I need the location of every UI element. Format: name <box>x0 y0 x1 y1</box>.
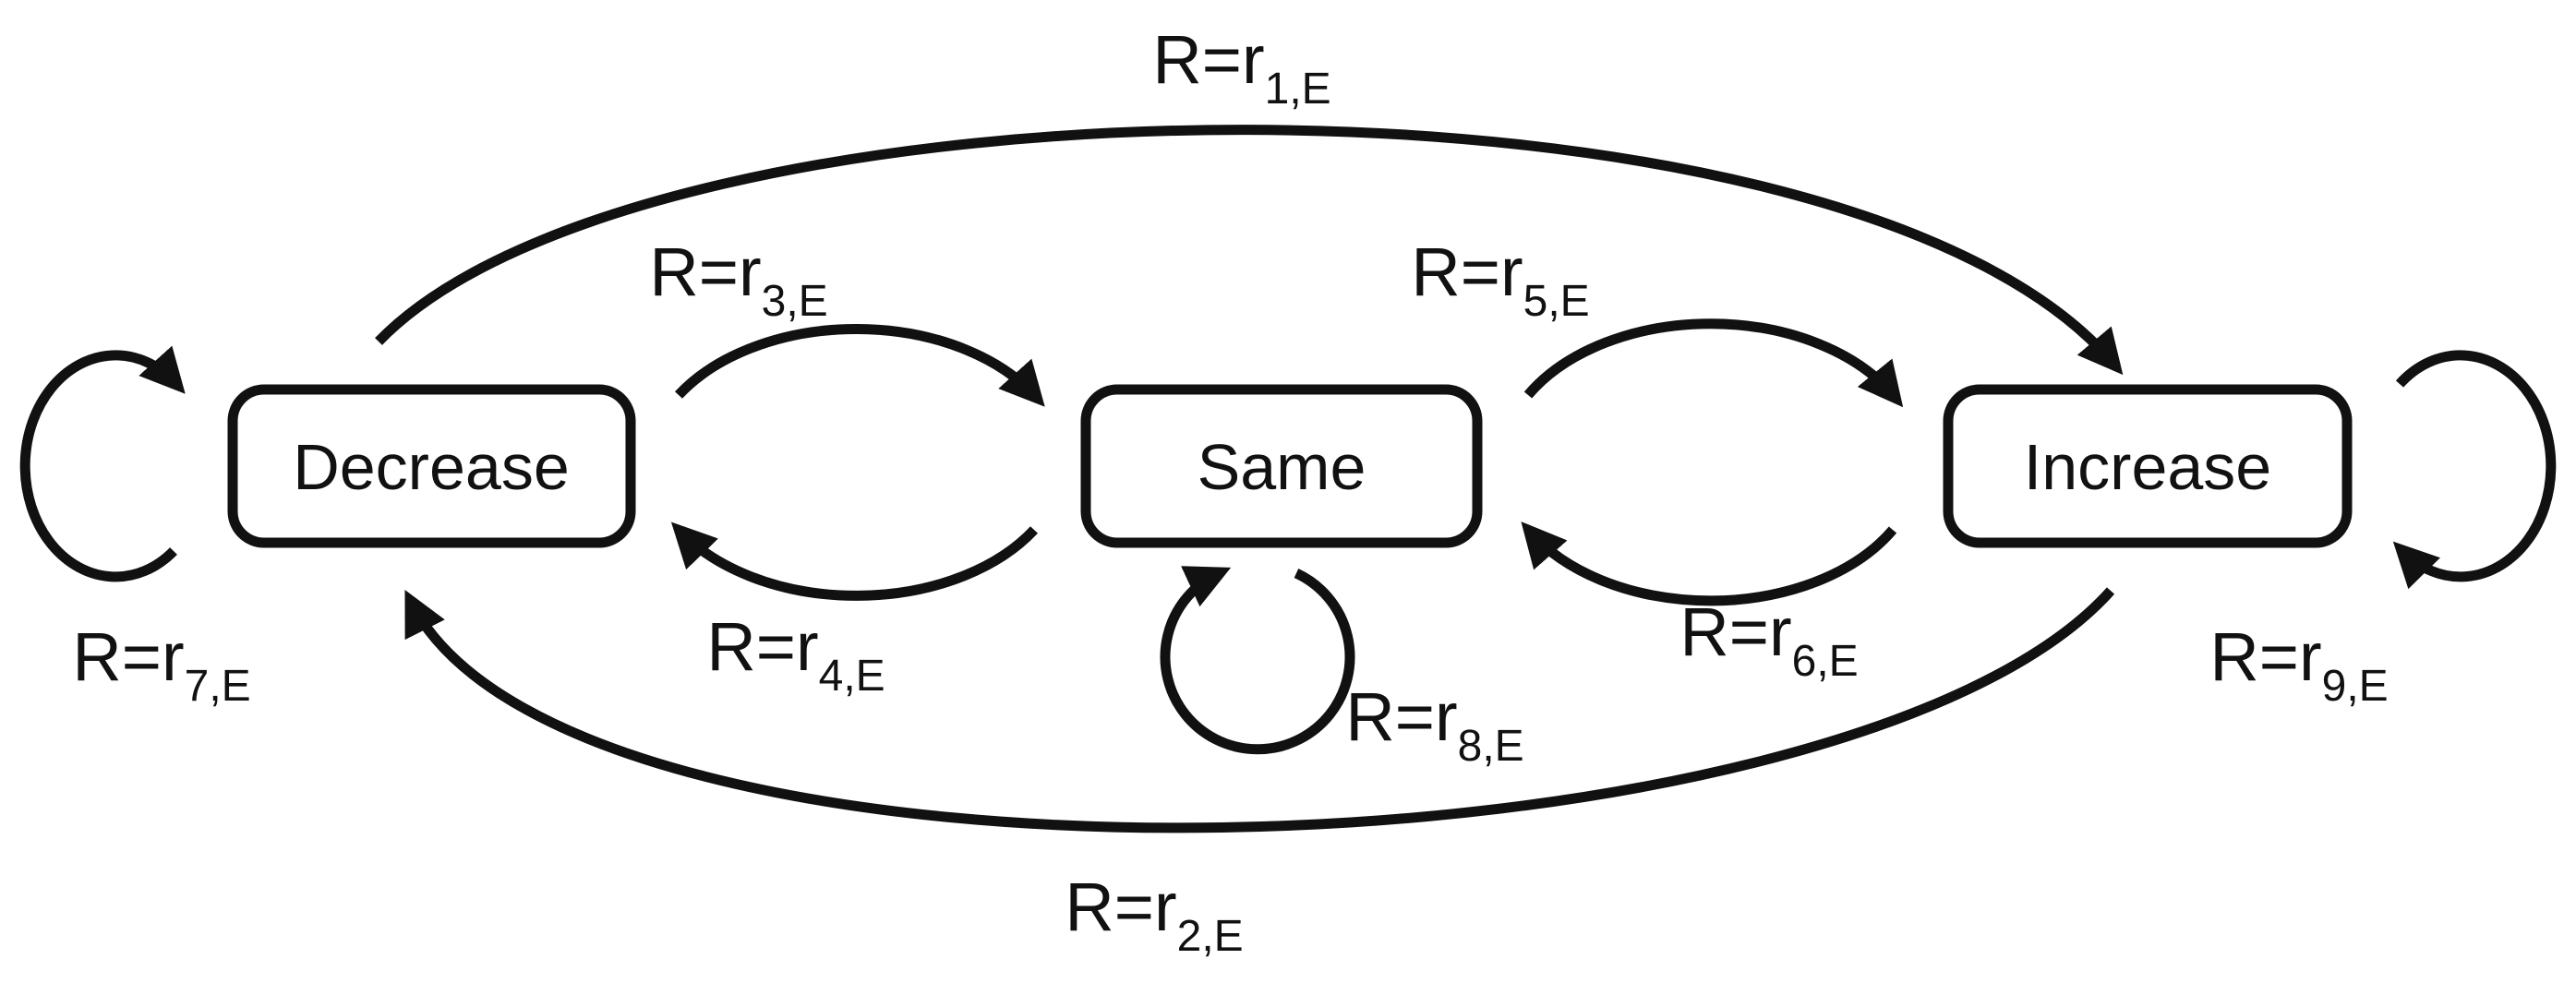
transition-label-r7: R=r7,E <box>72 618 250 711</box>
transition-label-r3-subscript: 3,E <box>762 277 828 326</box>
transition-arrow-r2-increase-to-decrease <box>404 587 2115 833</box>
transition-label-r2-subscript: 2,E <box>1177 912 1244 961</box>
transition-label-r9-prefix: R=r <box>2209 618 2321 695</box>
self-loop-arrow-r7-decrease <box>19 345 186 582</box>
transition-label-r6-subscript: 6,E <box>1792 637 1859 686</box>
state-label-increase: Increase <box>2024 431 2271 503</box>
transition-label-r5-subscript: 5,E <box>1523 277 1590 326</box>
state-label-decrease: Decrease <box>293 431 570 503</box>
transition-label-r2: R=r2,E <box>1065 869 1243 961</box>
transition-label-r8: R=r8,E <box>1345 678 1523 771</box>
transition-label-r8-prefix: R=r <box>1345 678 1457 755</box>
transition-label-r2-prefix: R=r <box>1065 869 1176 945</box>
transition-label-r4-prefix: R=r <box>706 608 818 685</box>
transition-label-r6-prefix: R=r <box>1679 593 1791 670</box>
transition-label-r3: R=r3,E <box>649 234 827 326</box>
transition-label-r6: R=r6,E <box>1679 593 1858 686</box>
transition-arrow-r5-same-to-increase <box>1523 318 1904 408</box>
transition-label-r3-prefix: R=r <box>649 234 761 310</box>
transition-label-r5-prefix: R=r <box>1411 234 1523 310</box>
transition-label-r7-subscript: 7,E <box>185 662 251 711</box>
transition-arrow-r4-same-to-decrease <box>670 521 1039 601</box>
transition-label-r9: R=r9,E <box>2209 618 2388 711</box>
transition-label-r1-prefix: R=r <box>1152 21 1264 98</box>
transition-label-r8-subscript: 8,E <box>1458 722 1524 771</box>
transition-label-r4-subscript: 4,E <box>819 652 885 701</box>
transition-arrow-r1-decrease-to-increase <box>375 125 2124 376</box>
state-box-same <box>1080 384 1483 548</box>
state-box-decrease <box>227 384 636 548</box>
transition-label-r1: R=r1,E <box>1152 21 1330 114</box>
self-loop-arrow-r8-same <box>1160 566 1355 755</box>
state-label-same: Same <box>1198 431 1366 503</box>
transition-arrow-r6-increase-to-same <box>1521 521 1897 606</box>
state-box-increase <box>1943 384 2353 548</box>
transition-label-r4: R=r4,E <box>706 608 885 701</box>
transition-label-r1-subscript: 1,E <box>1265 65 1331 114</box>
transition-arrow-r3-decrease-to-same <box>674 323 1045 407</box>
transition-label-r9-subscript: 9,E <box>2322 662 2389 711</box>
transition-label-r7-prefix: R=r <box>72 618 184 695</box>
self-loop-arrow-r9-increase <box>2392 350 2557 590</box>
transition-label-r5: R=r5,E <box>1411 234 1589 326</box>
